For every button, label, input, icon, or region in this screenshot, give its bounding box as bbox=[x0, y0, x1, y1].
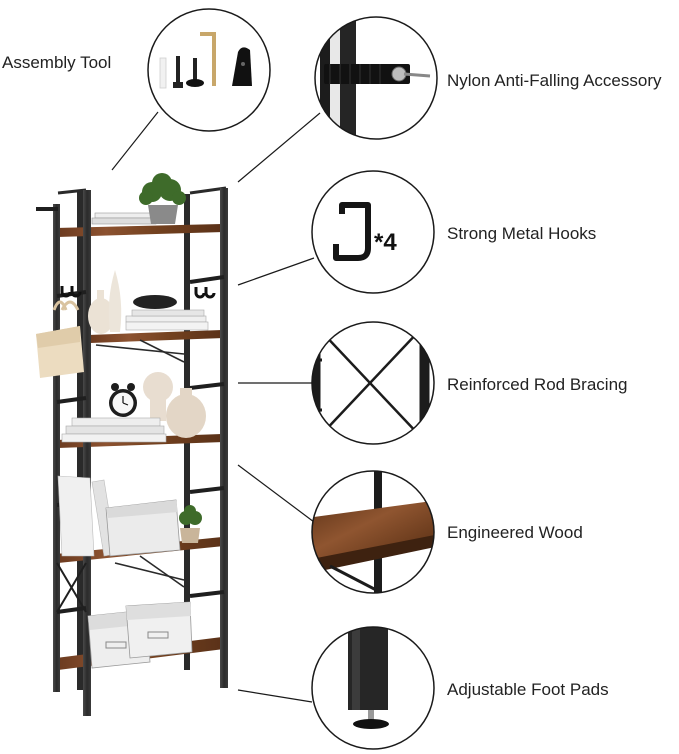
nylon-accessory-label: Nylon Anti-Falling Accessory bbox=[447, 71, 662, 90]
metal-hooks-detail bbox=[311, 170, 435, 294]
metal-hooks-label: Strong Metal Hooks bbox=[447, 224, 597, 243]
foot-pads-label: Adjustable Foot Pads bbox=[447, 680, 609, 699]
bookshelf bbox=[36, 173, 228, 716]
hook-count-text: *4 bbox=[374, 229, 397, 256]
handbag-decor bbox=[36, 300, 84, 378]
foot-pads-detail bbox=[311, 626, 435, 750]
nylon-accessory-detail bbox=[314, 16, 438, 140]
engineered-wood-detail bbox=[311, 470, 435, 594]
engineered-wood-label: Engineered Wood bbox=[447, 523, 583, 542]
connector-lines bbox=[111, 111, 321, 703]
rod-bracing-detail bbox=[311, 321, 435, 445]
assembly-tool-label: Assembly Tool bbox=[2, 53, 112, 72]
rod-bracing-label: Reinforced Rod Bracing bbox=[447, 375, 628, 394]
assembly-tool-detail bbox=[147, 8, 271, 132]
metal-hook-icon bbox=[333, 202, 371, 261]
